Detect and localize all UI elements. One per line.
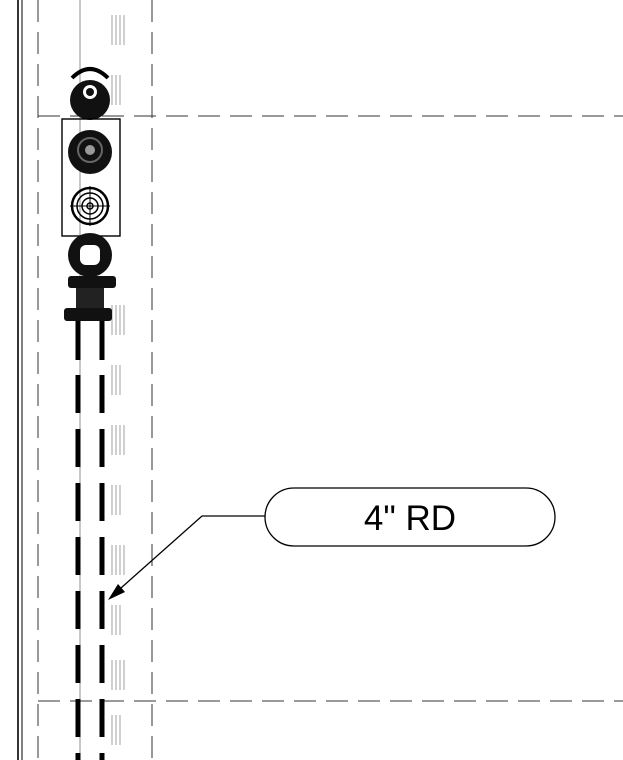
wall-lines — [17, 0, 23, 760]
fitting-top — [70, 80, 110, 120]
callout-label: 4" RD — [364, 499, 456, 538]
roof-drain-target-icon — [70, 186, 110, 226]
callout-leader — [108, 515, 265, 600]
roof-drain-pipe — [75, 320, 105, 760]
flange-upper — [68, 276, 116, 288]
elbow-arc-icon — [70, 67, 110, 80]
leader-arrowhead-icon — [108, 584, 125, 600]
callout-tag: 4" RD — [264, 487, 556, 547]
pipe-fittings — [61, 67, 121, 321]
hidden-lines — [37, 0, 623, 760]
wall-hatch — [111, 15, 125, 745]
flange-lower — [64, 308, 112, 321]
